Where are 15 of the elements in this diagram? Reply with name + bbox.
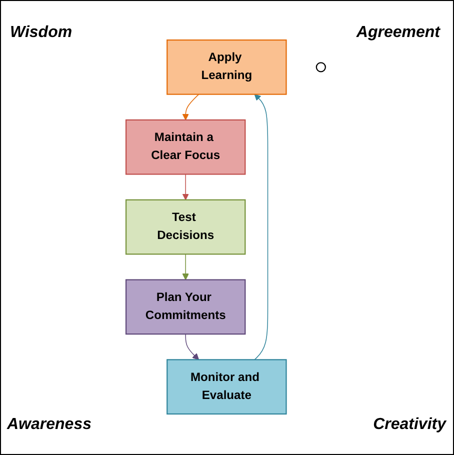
node-box: Test Decisions (126, 199, 246, 255)
arrow (182, 94, 200, 120)
corner-label: Creativity (373, 415, 446, 435)
corner-label: Wisdom (10, 23, 72, 43)
arrow (254, 94, 268, 360)
arrow (182, 254, 190, 280)
node-circle (316, 62, 326, 72)
arrow (182, 174, 190, 200)
corner-label: Agreement (356, 23, 440, 43)
node-box: Apply Learning (166, 39, 288, 95)
node-box: Monitor and Evaluate (166, 359, 288, 415)
arrow (185, 334, 200, 360)
corner-label: Awareness (7, 415, 92, 435)
node-box: Maintain a Clear Focus (126, 119, 246, 175)
node-box: Plan Your Commitments (126, 279, 246, 335)
